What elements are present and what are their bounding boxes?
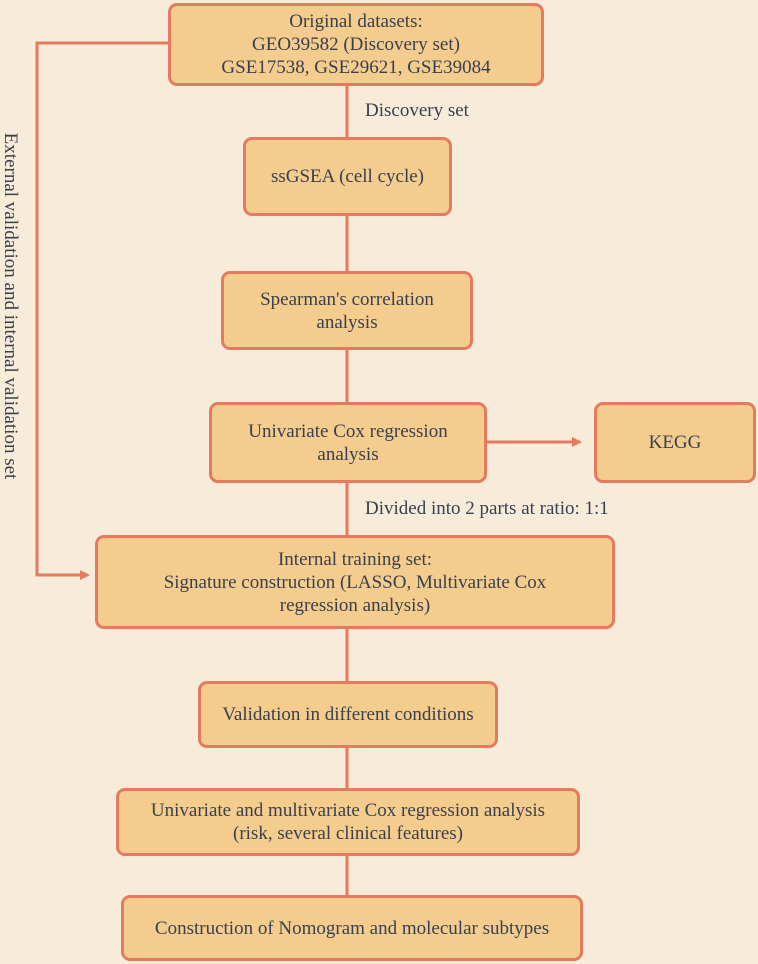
ssgsea-text: ssGSEA (cell cycle) [270,166,424,187]
spearman-text-2: analysis [316,311,378,333]
external-validation-label: External validation and internal validat… [0,132,21,480]
spearman-text-1: Spearman's correlation [260,288,434,310]
original-datasets-box: Original datasets: GEO39582 (Discovery s… [168,3,544,86]
kegg-text: KEGG [648,432,702,453]
internal-training-title: Internal training set: [277,548,433,570]
ssgsea-box: ssGSEA (cell cycle) [243,137,452,216]
original-datasets-discovery: GEO39582 (Discovery set) [252,34,460,55]
spearman-box: Spearman's correlation analysis [221,271,473,350]
uni-multi-cox-text-2: (risk, several clinical features) [233,823,463,844]
internal-training-text-3: regression analysis) [279,594,431,616]
original-datasets-title: Original datasets: [289,11,423,32]
validation-conditions-text: Validation in different conditions [222,704,474,725]
nomogram-text: Construction of Nomogram and molecular s… [154,917,550,939]
internal-training-box: Internal training set: Signature constru… [95,535,615,629]
uni-multi-cox-box: Univariate and multivariate Cox regressi… [116,788,580,856]
univariate-cox-text-1: Univariate Cox regression [248,420,448,442]
univariate-cox-box: Univariate Cox regression analysis [209,402,487,483]
uni-multi-cox-text-1: Univariate and multivariate Cox regressi… [150,800,546,821]
kegg-box: KEGG [594,402,756,483]
discovery-set-label: Discovery set [365,100,469,121]
original-datasets-validation: GSE17538, GSE29621, GSE39084 [221,57,491,78]
validation-conditions-box: Validation in different conditions [198,681,498,748]
nomogram-box: Construction of Nomogram and molecular s… [121,895,583,961]
arrow-external-validation [35,41,170,580]
univariate-cox-text-2: analysis [317,443,379,465]
internal-training-text-2: Signature construction (LASSO, Multivari… [163,571,547,593]
divided-ratio-label: Divided into 2 parts at ratio: 1:1 [365,498,609,519]
